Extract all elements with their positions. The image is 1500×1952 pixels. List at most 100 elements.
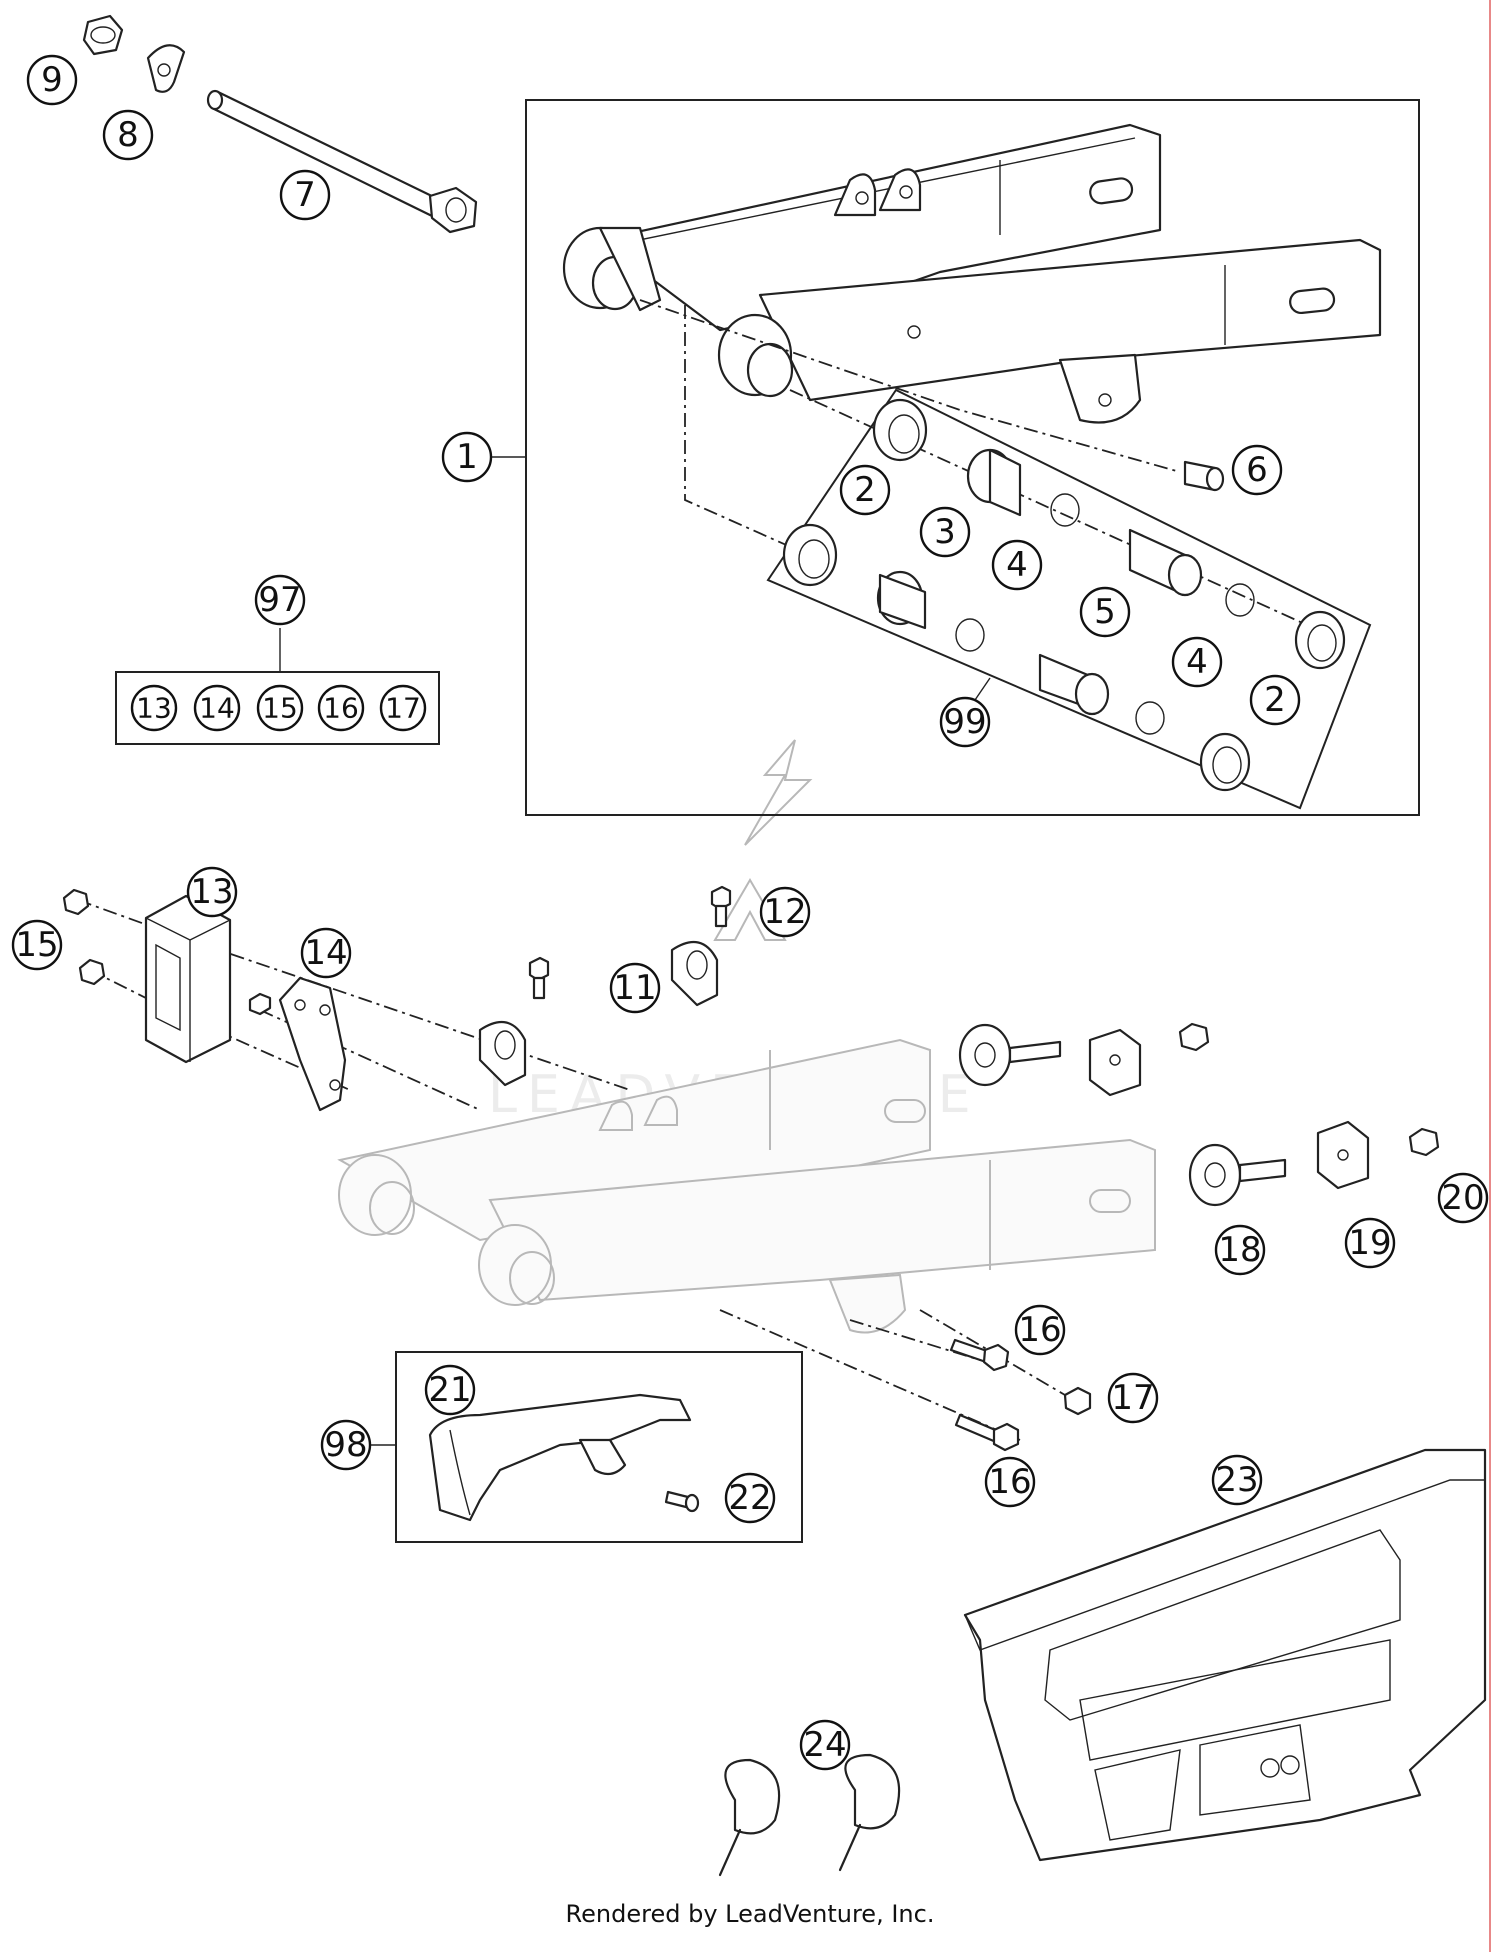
svg-text:22: 22 [728, 1478, 771, 1518]
svg-text:24: 24 [803, 1725, 846, 1765]
callout-1: 1 [441, 431, 493, 483]
part-13-block[interactable] [144, 894, 232, 1064]
callout-11: 11 [609, 962, 661, 1014]
part-16-bolt-lower[interactable] [954, 1413, 1020, 1452]
svg-text:16: 16 [323, 692, 359, 725]
svg-text:20: 20 [1441, 1178, 1484, 1218]
callout-21: 21 [424, 1364, 476, 1416]
kit-97-item-15: 15 [256, 684, 304, 732]
footer-credit: Rendered by LeadVenture, Inc. [565, 1900, 935, 1928]
svg-text:8: 8 [117, 115, 139, 155]
svg-text:3: 3 [934, 512, 956, 552]
callout-16-lower: 16 [984, 1456, 1036, 1508]
axis-line-2 [684, 305, 821, 561]
callout-8: 8 [102, 109, 154, 161]
callout-99: 99 [939, 696, 991, 748]
callout-99-leader [974, 677, 991, 701]
swingarm-installed [337, 1038, 1156, 1334]
axis-line-3 [789, 389, 1341, 641]
svg-text:18: 18 [1218, 1230, 1261, 1270]
svg-text:4: 4 [1186, 642, 1208, 682]
svg-text:5: 5 [1094, 592, 1116, 632]
callout-98: 98 [320, 1419, 372, 1471]
svg-text:1: 1 [456, 437, 478, 477]
bearing-kit-parts[interactable] [782, 398, 1346, 792]
callout-15: 15 [11, 919, 63, 971]
svg-text:15: 15 [15, 925, 58, 965]
callout-7: 7 [279, 169, 331, 221]
part-6-bushing[interactable] [1183, 460, 1225, 492]
callout-23: 23 [1211, 1454, 1263, 1506]
part-24-cable-ties[interactable] [718, 1753, 901, 1877]
part-15-nuts[interactable] [62, 888, 106, 986]
svg-text:16: 16 [1018, 1310, 1061, 1350]
svg-text:97: 97 [258, 580, 301, 620]
callout-17: 17 [1107, 1372, 1159, 1424]
callout-14: 14 [300, 927, 352, 979]
bearing-kit-box [766, 388, 1372, 810]
part-12-bolts[interactable] [528, 885, 732, 1000]
part-20-nut[interactable] [1408, 1127, 1440, 1157]
kit-97-item-16: 16 [317, 684, 365, 732]
svg-text:11: 11 [613, 968, 656, 1008]
callout-4-lower: 4 [1171, 636, 1223, 688]
svg-text:9: 9 [41, 60, 63, 100]
callout-2-upper: 2 [839, 464, 891, 516]
svg-text:23: 23 [1215, 1460, 1258, 1500]
kit-98-box [395, 1351, 803, 1543]
svg-text:12: 12 [763, 892, 806, 932]
part-spacer-upper[interactable] [958, 1022, 1210, 1097]
part-8-washer-plate[interactable] [146, 44, 186, 93]
svg-text:15: 15 [262, 692, 298, 725]
part-11-chain-guides[interactable] [478, 940, 719, 1087]
callout-12: 12 [759, 886, 811, 938]
callout-22: 22 [724, 1472, 776, 1524]
svg-text:14: 14 [304, 933, 347, 973]
kit-97-item-13: 13 [130, 684, 178, 732]
part-9-nut[interactable] [82, 14, 124, 56]
axis-line-1 [639, 299, 1181, 473]
watermark-logo-icon [744, 739, 813, 846]
part-22-screw[interactable] [664, 1490, 700, 1513]
svg-text:17: 17 [385, 692, 421, 725]
svg-text:16: 16 [988, 1462, 1031, 1502]
callout-18: 18 [1214, 1224, 1266, 1276]
kit-97-box [115, 671, 440, 745]
part-7-axle-bolt[interactable] [206, 89, 478, 234]
svg-text:13: 13 [190, 872, 233, 912]
watermark-logo-mark [713, 878, 787, 941]
svg-text:99: 99 [943, 702, 986, 742]
svg-text:6: 6 [1246, 450, 1268, 490]
callout-5: 5 [1079, 586, 1131, 638]
svg-text:98: 98 [324, 1425, 367, 1465]
callout-6: 6 [1231, 444, 1283, 496]
callout-19: 19 [1344, 1217, 1396, 1269]
svg-text:4: 4 [1006, 545, 1028, 585]
axis-line-4 [77, 899, 631, 1091]
svg-text:7: 7 [294, 175, 316, 215]
svg-text:2: 2 [854, 470, 876, 510]
callout-24: 24 [799, 1719, 851, 1771]
part-21-chain-slider[interactable] [428, 1393, 692, 1522]
callout-97: 97 [254, 574, 306, 626]
callout-9: 9 [26, 54, 78, 106]
part-17-bolt[interactable] [1063, 1386, 1092, 1416]
svg-text:21: 21 [428, 1370, 471, 1410]
svg-text:13: 13 [136, 692, 172, 725]
part-23-chain-guard[interactable] [963, 1448, 1487, 1862]
swingarm-upper[interactable] [562, 123, 1382, 424]
callout-3: 3 [919, 506, 971, 558]
kit-97-item-14: 14 [193, 684, 241, 732]
svg-text:14: 14 [199, 692, 235, 725]
part-18-spacer[interactable] [1188, 1143, 1287, 1207]
callout-16-upper: 16 [1014, 1304, 1066, 1356]
part-14-plate[interactable] [248, 976, 347, 1112]
part-19-plate[interactable] [1316, 1120, 1370, 1190]
kit-97-item-17: 17 [379, 684, 427, 732]
part-16-bolt-upper[interactable] [949, 1338, 1010, 1372]
callout-2-lower: 2 [1249, 674, 1301, 726]
callout-4-upper: 4 [991, 539, 1043, 591]
svg-text:19: 19 [1348, 1223, 1391, 1263]
svg-text:2: 2 [1264, 680, 1286, 720]
